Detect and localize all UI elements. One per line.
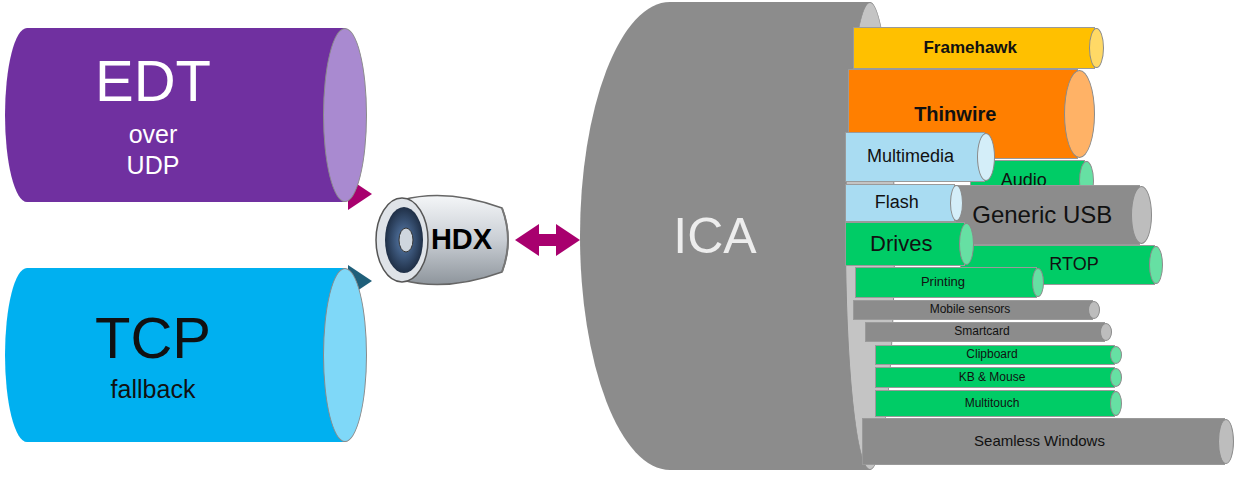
cylinder-end <box>959 223 974 265</box>
cylinder-end <box>1131 186 1152 244</box>
text-area: Flash <box>846 185 954 221</box>
text-area: TCP fallback <box>5 268 345 442</box>
protocol-cylinder: EDTover UDP <box>5 28 345 202</box>
arrow-head <box>515 224 539 256</box>
channel-cylinder: Drives <box>845 222 965 266</box>
node-label: Seamless Windows <box>974 433 1105 450</box>
ica-cylinder: ICA <box>580 2 870 470</box>
node-label: Printing <box>921 275 965 289</box>
node-sublabel: fallback <box>111 376 196 404</box>
cylinder-end <box>1110 346 1122 364</box>
cylinder-end <box>1064 70 1095 158</box>
text-area: Framehawk <box>854 28 1094 68</box>
node-sublabel: over UDP <box>118 119 188 182</box>
cylinder-end <box>1218 419 1234 464</box>
channel-cylinder: Seamless Windows <box>862 418 1225 465</box>
cylinder-end <box>950 185 963 221</box>
text-area: KB & Mouse <box>876 368 1114 387</box>
text-area: Drives <box>846 223 964 265</box>
node-label: TCP <box>95 306 211 370</box>
hdx-engine: HDX <box>372 186 515 294</box>
cylinder-end <box>323 28 367 202</box>
channel-cylinder: Flash <box>845 184 955 222</box>
node-label: Mobile sensors <box>930 303 1011 316</box>
text-area: Multimedia <box>846 133 984 181</box>
cylinder-end <box>1110 368 1122 387</box>
channel-cylinder: Printing <box>855 267 1037 298</box>
arrow-head <box>556 224 580 256</box>
node-label: Drives <box>870 232 932 256</box>
text-area: Seamless Windows <box>863 419 1224 464</box>
cylinder-end <box>1032 268 1044 297</box>
text-area: Smartcard <box>866 323 1104 341</box>
text-area: HDX <box>372 186 515 294</box>
node-label: Thinwire <box>914 103 996 125</box>
node-label: KB & Mouse <box>959 371 1026 384</box>
protocol-cylinder: TCP fallback <box>5 268 345 442</box>
cylinder-end <box>1110 391 1122 416</box>
node-label: ICA <box>673 209 756 264</box>
node-label: RTOP <box>1049 255 1098 275</box>
channel-cylinder: Multitouch <box>875 390 1115 417</box>
node-label: Generic USB <box>972 202 1112 228</box>
channel-cylinder: Framehawk <box>853 27 1095 69</box>
node-label: Smartcard <box>954 325 1009 338</box>
node-label: Clipboard <box>966 348 1017 361</box>
text-area: Generic USB <box>956 186 1139 244</box>
node-label: Multimedia <box>867 147 954 167</box>
channel-cylinder: Multimedia <box>845 132 985 182</box>
node-label: EDT <box>95 49 211 113</box>
cylinder-end <box>1088 301 1100 319</box>
text-area: ICA <box>580 2 870 470</box>
node-label: Flash <box>875 193 919 213</box>
text-area: Multitouch <box>876 391 1114 416</box>
text-area: EDTover UDP <box>5 28 345 202</box>
cylinder-end <box>1100 323 1112 341</box>
arrow-connector <box>515 224 580 256</box>
channel-cylinder: Generic USB <box>955 185 1140 245</box>
cylinder-end <box>323 268 367 442</box>
cylinder-end <box>1149 246 1163 284</box>
channel-cylinder: Clipboard <box>875 345 1115 365</box>
text-area: Mobile sensors <box>854 301 1092 319</box>
node-label: Framehawk <box>923 39 1017 58</box>
channel-cylinder: Smartcard <box>865 322 1105 342</box>
cylinder-end <box>1089 28 1104 68</box>
text-area: Clipboard <box>876 346 1114 364</box>
channel-cylinder: Mobile sensors <box>853 300 1093 320</box>
node-label: HDX <box>431 224 492 256</box>
cylinder-end <box>977 133 995 181</box>
channel-cylinder: KB & Mouse <box>875 367 1115 388</box>
text-area: Printing <box>856 268 1036 297</box>
node-label: Multitouch <box>965 397 1020 410</box>
